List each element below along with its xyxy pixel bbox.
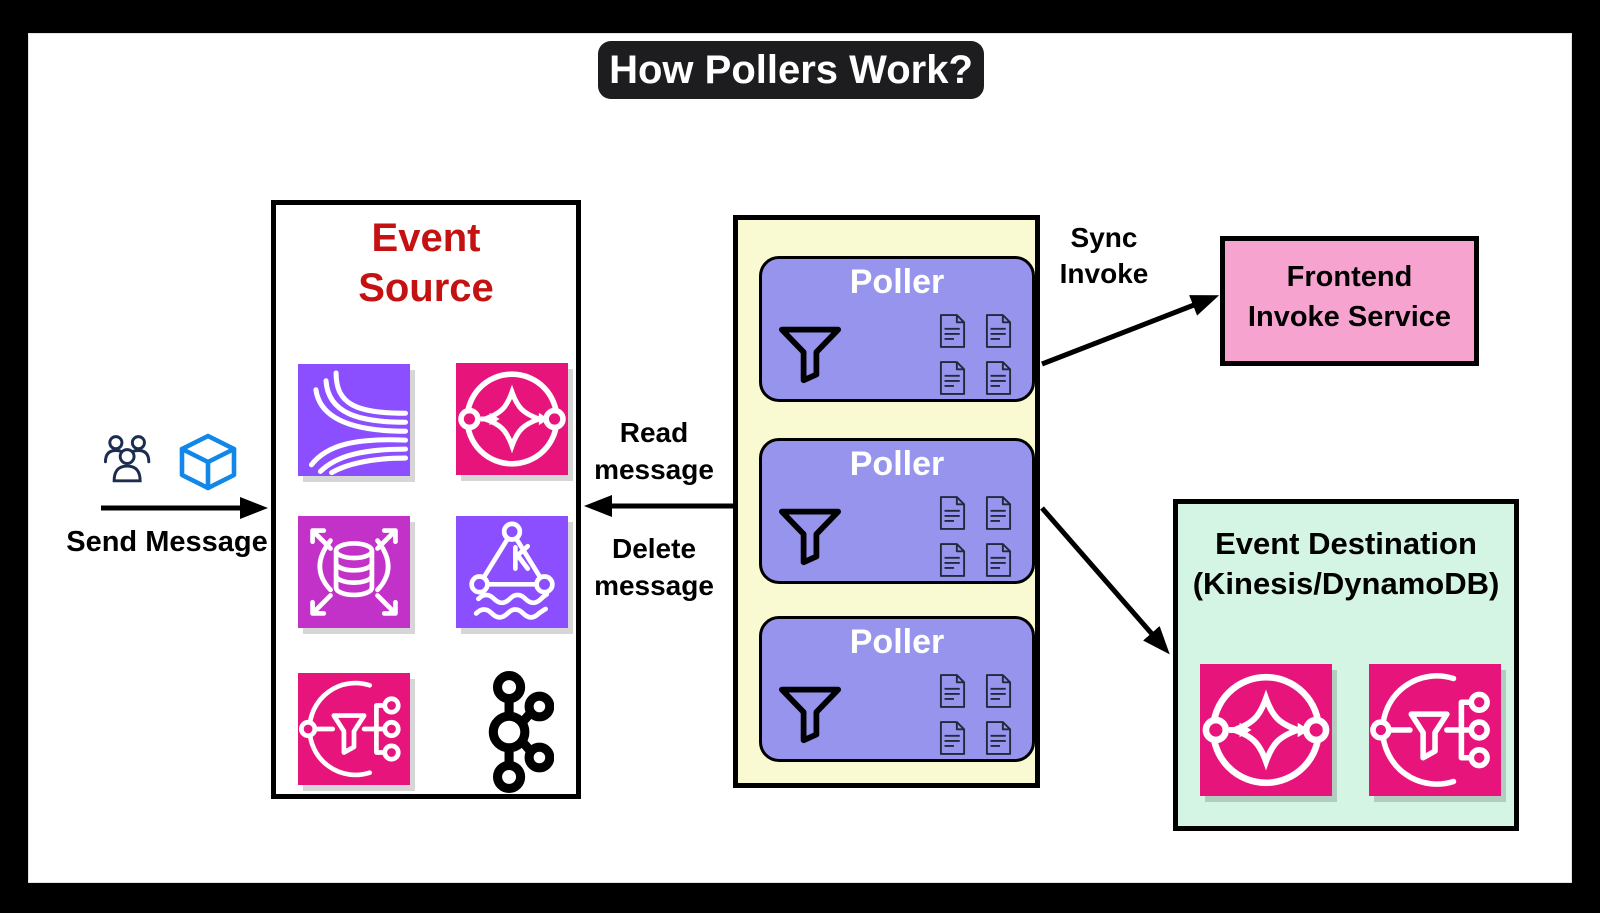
read-message-label: Read message (564, 414, 744, 488)
document-icon (984, 358, 1013, 398)
sync-invoke-arrow (1041, 295, 1220, 367)
page-title: How Pollers Work? (598, 41, 984, 99)
poller-label: Poller (849, 263, 945, 301)
poller-label: Poller (849, 445, 945, 483)
document-icon (938, 671, 967, 711)
event-destination-title: Event Destination (Kinesis/DynamoDB) (1178, 524, 1514, 604)
frontend-label-line2: Invoke Service (1247, 301, 1452, 333)
document-icon (938, 358, 967, 398)
event-source-box: Event Source (271, 200, 581, 799)
event-destination-box: Event Destination (Kinesis/DynamoDB) (1173, 499, 1519, 831)
kinesis-streams-icon (298, 364, 410, 476)
sync-label-line2: Invoke (1059, 258, 1149, 289)
document-icon (938, 311, 967, 351)
document-icon (938, 493, 967, 533)
poller-card: Poller (759, 616, 1035, 762)
funnel-icon (778, 677, 842, 751)
sync-label-line1: Sync (1070, 222, 1138, 253)
document-icon (984, 493, 1013, 533)
sqs-icon (456, 363, 568, 475)
message-documents (938, 311, 1013, 398)
message-documents (938, 671, 1013, 758)
msk-icon (456, 516, 568, 628)
frontend-label-line1: Frontend (1286, 261, 1413, 293)
delete-label-line2: message (594, 570, 714, 601)
diagram-canvas: How Pollers Work? Send Message Event Sou… (28, 33, 1572, 883)
kafka-icon (469, 668, 554, 796)
kinesis-analytics-icon (298, 673, 410, 785)
document-icon (938, 540, 967, 580)
sync-invoke-label: Sync Invoke (1024, 220, 1184, 292)
read-label-line2: message (594, 454, 714, 485)
document-icon (984, 671, 1013, 711)
read-label-line1: Read (619, 417, 689, 448)
funnel-icon (778, 317, 842, 391)
pollers-box: Poller Poller Poller (733, 215, 1040, 788)
dynamodb-streams-icon (298, 516, 410, 628)
event-destination-title-line1: Event Destination (1215, 526, 1477, 561)
kinesis-analytics-icon (1369, 664, 1501, 796)
event-source-title-line1: Event (371, 216, 481, 260)
message-documents (938, 493, 1013, 580)
poller-label: Poller (849, 623, 945, 661)
document-icon (984, 311, 1013, 351)
send-message-label: Send Message (66, 526, 268, 558)
poller-card: Poller (759, 438, 1035, 584)
event-source-title: Event Source (276, 213, 576, 313)
event-source-title-line2: Source (358, 266, 494, 310)
users-icon (102, 429, 154, 491)
delete-message-label: Delete message (564, 530, 744, 604)
document-icon (984, 718, 1013, 758)
event-destination-title-line2: (Kinesis/DynamoDB) (1192, 566, 1500, 601)
event-destination-arrow (1040, 506, 1170, 655)
cube-icon (177, 433, 239, 491)
document-icon (938, 718, 967, 758)
frontend-invoke-service-box: Frontend Invoke Service (1220, 236, 1479, 366)
document-icon (984, 540, 1013, 580)
delete-label-line1: Delete (611, 533, 697, 564)
poller-card: Poller (759, 256, 1035, 402)
funnel-icon (778, 499, 842, 573)
sqs-icon (1200, 664, 1332, 796)
